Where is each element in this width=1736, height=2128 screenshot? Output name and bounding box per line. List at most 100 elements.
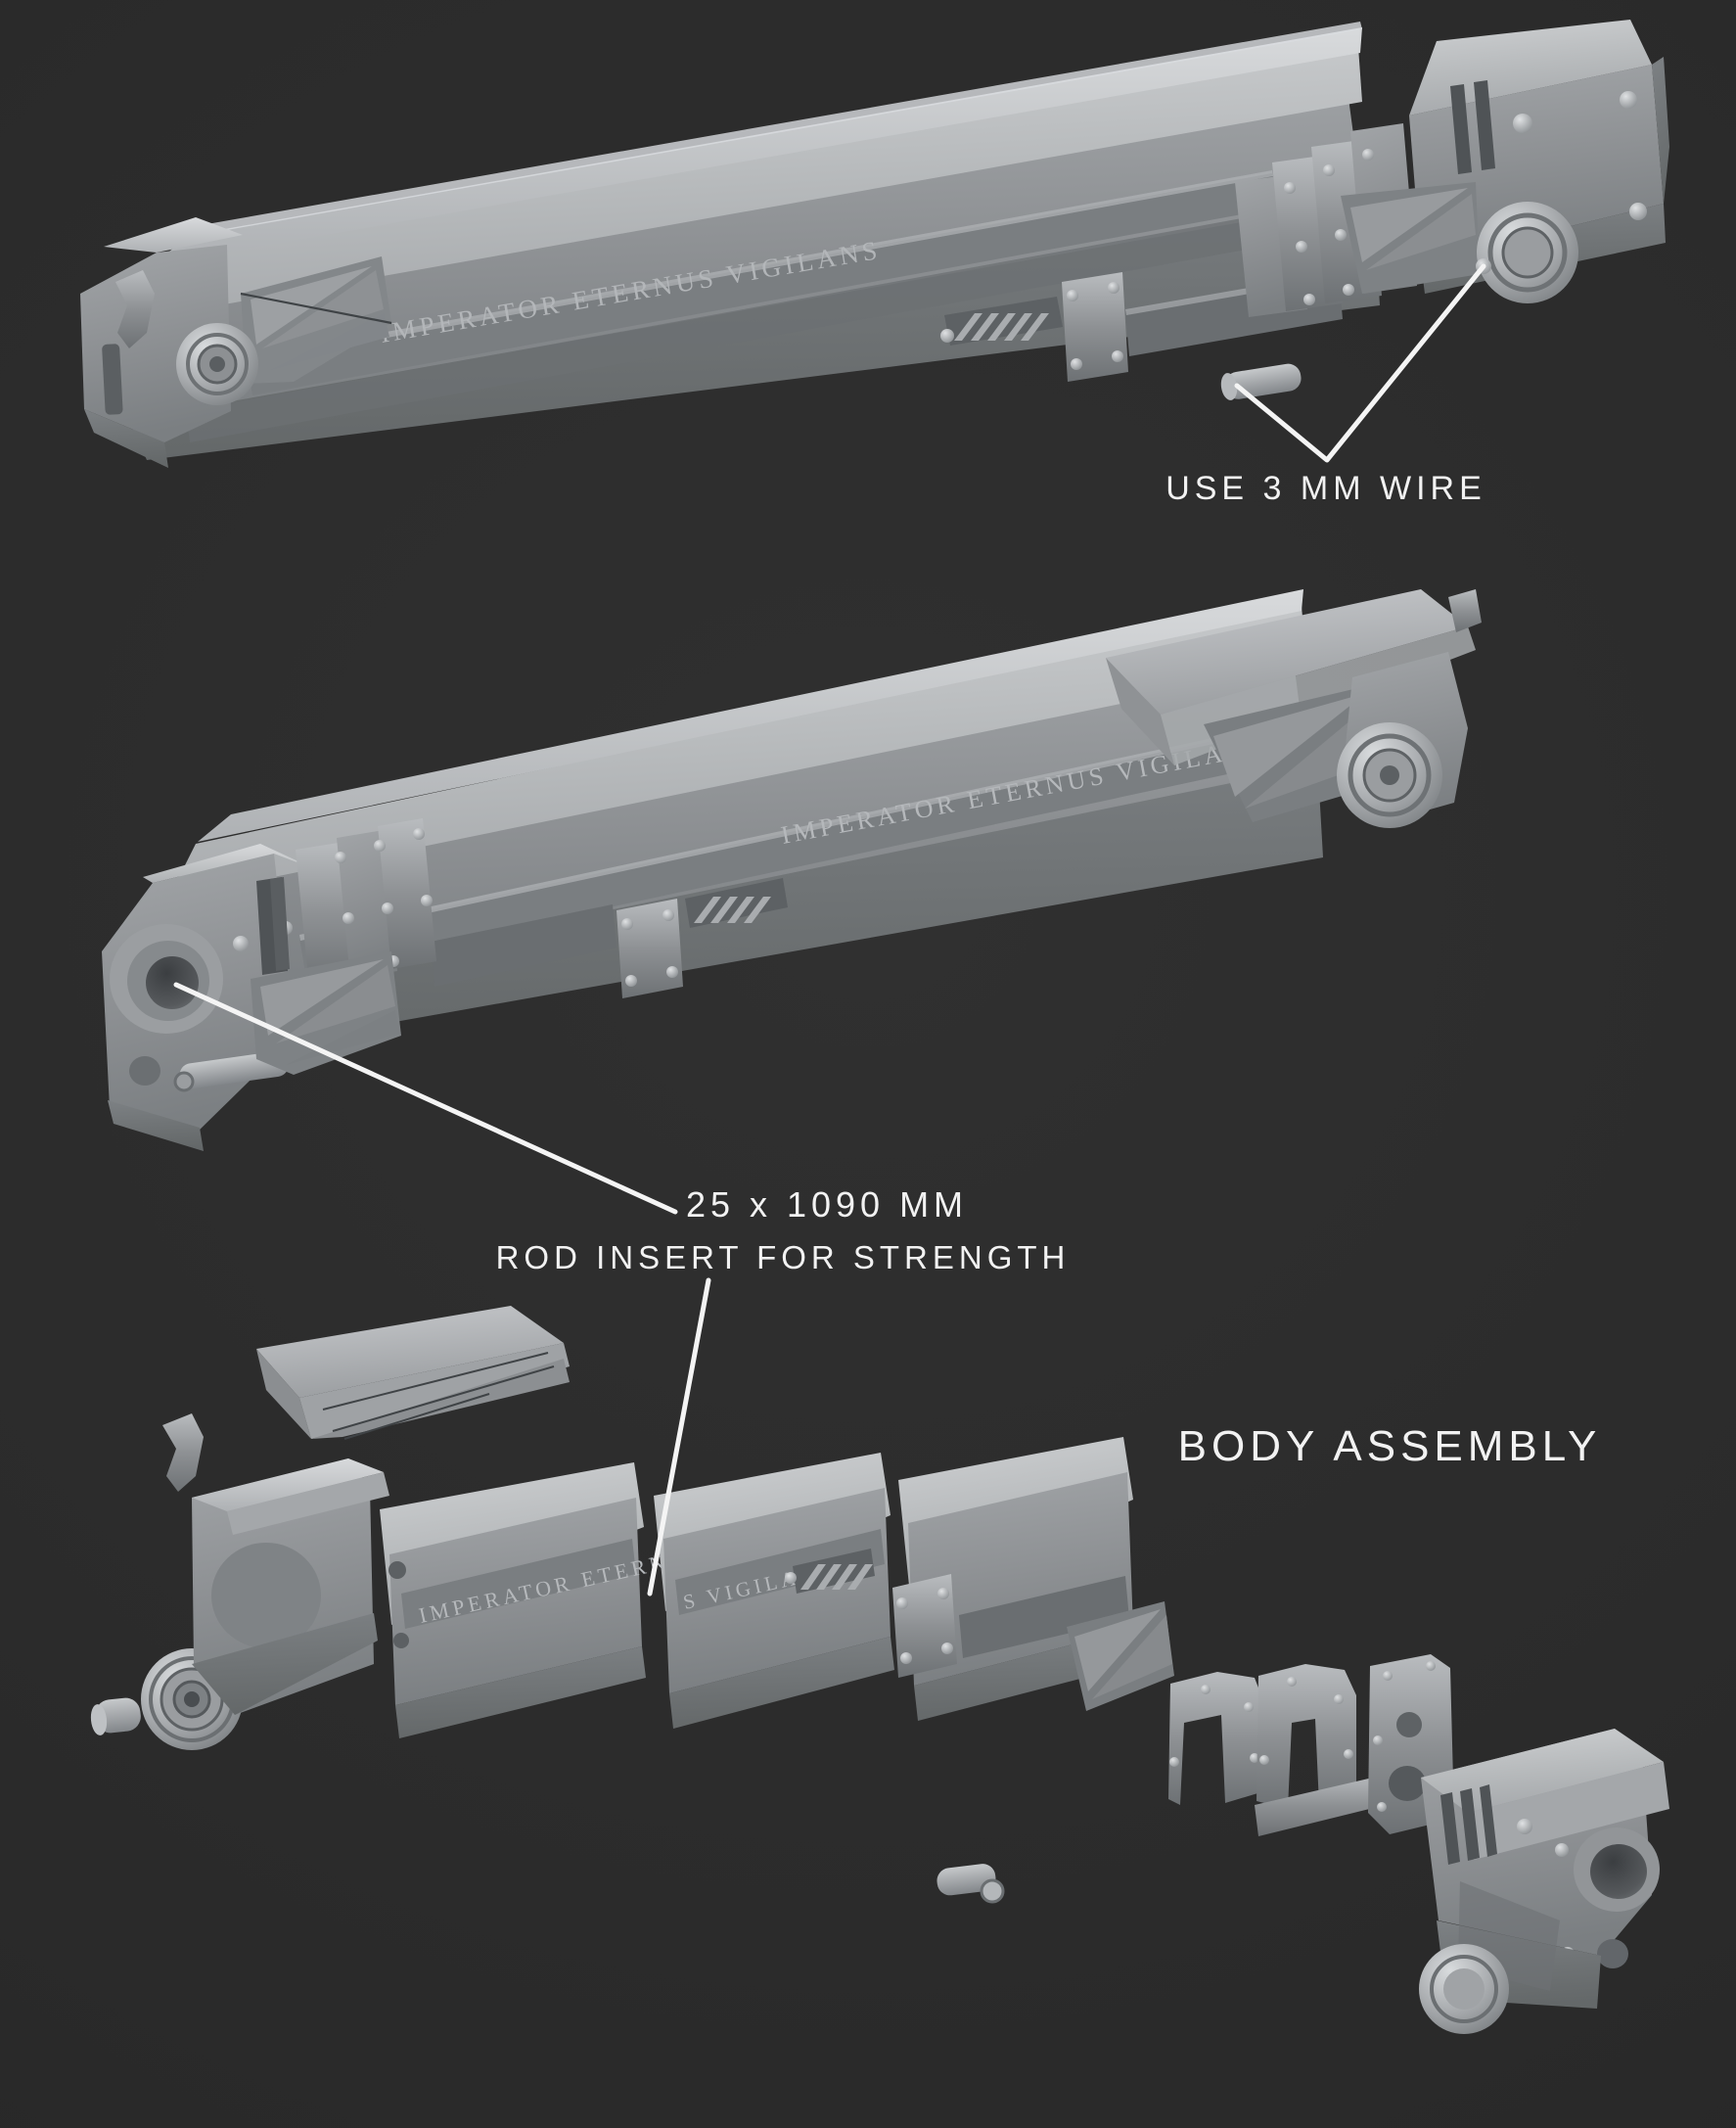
bore-block-rivet-a	[233, 936, 249, 951]
fan-vane-1	[251, 266, 372, 345]
part-clamp-bracket-2	[1256, 1664, 1356, 1809]
part-body-segment-1: IMPERATOR ETERNU	[380, 1462, 690, 1738]
clamp2-body	[1256, 1664, 1356, 1809]
fin-plate-vanes	[322, 1352, 555, 1440]
breech-exp-bore	[1590, 1844, 1647, 1899]
seg3-hinge-plate	[892, 1574, 957, 1678]
seg1-lower	[395, 1646, 646, 1738]
part-end-wheel-cap	[1419, 1944, 1509, 2034]
breech-slot-1	[1450, 84, 1472, 174]
engrave-band-top	[247, 173, 1279, 395]
hinge-plate-mid	[617, 899, 683, 998]
breech-exp-rivet-a	[1517, 1819, 1532, 1834]
annotation-rod-description: ROD INSERT FOR STRENGTH	[496, 1239, 1071, 1275]
fan-detail-right	[1341, 182, 1480, 294]
fin-plate-edge	[1106, 658, 1174, 765]
breech-rivet-c	[1629, 203, 1647, 220]
section-title-body-assembly: BODY ASSEMBLY	[1178, 1422, 1602, 1470]
annotation-wire-label: USE 3 MM WIRE	[1165, 470, 1486, 507]
chevron-rivet	[940, 329, 954, 343]
bearing-hub-left	[209, 356, 225, 372]
seg3-recess	[959, 1576, 1129, 1658]
wire-pin-cap	[1220, 373, 1238, 400]
clamp3-hole-a	[1396, 1712, 1422, 1737]
fan-detail-mid	[251, 951, 401, 1075]
fan-edge-left	[240, 292, 392, 325]
breech-slot-2	[1474, 80, 1495, 170]
fin-tab-mid	[1448, 589, 1482, 632]
view-assembled-front: IMPERATOR ETERNUS VIGILANS	[102, 589, 1482, 1151]
bore-small-hole	[129, 1056, 160, 1086]
seg2-chevron-panel	[785, 1549, 875, 1594]
bore-block-bottom	[108, 1100, 204, 1151]
chevron-panel-mid	[685, 878, 788, 928]
bore-hole	[146, 956, 199, 1009]
muzzle-cap-skirt	[192, 1613, 378, 1715]
muzzle-cap-chamfer	[227, 1472, 389, 1535]
bearing-ring-outer-mid	[1348, 733, 1432, 817]
endcap-center	[1443, 1968, 1485, 2010]
body2-top-face	[168, 607, 1307, 899]
view-exploded-assembly: IMPERATOR ETERNU S VIGILANS	[90, 1306, 1669, 2034]
part-wire-pin-left	[90, 1697, 141, 1735]
breech-box-top	[1409, 20, 1652, 116]
fan-vane-3	[270, 313, 389, 370]
muzzle-cap-recess	[211, 1543, 321, 1648]
seg3-fan	[1067, 1601, 1174, 1711]
body-top-ridge	[149, 27, 1362, 266]
breech-exp-slot-1	[1440, 1792, 1460, 1865]
chevron-panel-top	[940, 297, 1063, 346]
muzzle-lug	[115, 270, 155, 348]
fan-detail-left	[240, 256, 392, 384]
breech-exp-slot-3	[1480, 1784, 1497, 1857]
muzzle-cap-lug	[162, 1413, 204, 1492]
breech-rivet-b	[1620, 91, 1637, 109]
seg2-lower	[669, 1637, 894, 1729]
seg2-engrave-band	[675, 1529, 885, 1615]
wheel-hub	[184, 1691, 200, 1707]
fin-and-wheel-mid	[1106, 589, 1482, 828]
breech-exp-chamfer	[1468, 1762, 1669, 1860]
leader-line-rod-upper	[173, 982, 678, 1215]
view-assembled-rear: IMPERATOR ETERNUS VIGILANS	[80, 20, 1669, 468]
bore-block-top	[143, 844, 315, 883]
breech-exp-rivet-b	[1555, 1843, 1569, 1857]
breech-stack-mid	[256, 818, 436, 987]
part-muzzle-cap	[162, 1413, 389, 1715]
seg1-engrave-band	[401, 1539, 636, 1629]
part-breech-housing	[1421, 1729, 1669, 2009]
seg1-hole-b	[393, 1633, 409, 1648]
engrave-band-top-edge	[247, 170, 1273, 363]
wire-pin-left-body	[95, 1697, 141, 1734]
engrave-band-mid-edge	[299, 733, 1236, 941]
hinge-plate-face	[1062, 272, 1128, 382]
bearing-ring-outer-right	[1487, 212, 1568, 293]
body2-top-ridge	[198, 589, 1303, 842]
bearing-hub-mid	[1380, 765, 1399, 785]
breech-box-side	[1652, 57, 1669, 204]
seg1-hole-a	[388, 1561, 406, 1579]
wire-pin-mid2-eye	[980, 1878, 1005, 1904]
engrave-band-mid	[299, 736, 1241, 973]
muzzle-block-top	[104, 217, 243, 253]
breech-exp-small-hole	[1597, 1939, 1628, 1968]
clamp3-hole-b	[1389, 1766, 1426, 1801]
hinge-plate-top	[1062, 272, 1128, 382]
part-clamp-bracket-1	[1168, 1672, 1264, 1805]
fin-plate-body	[299, 1343, 570, 1439]
part-body-segment-3	[892, 1437, 1174, 1721]
body-lower-rail	[186, 206, 1315, 442]
wire-pin-left-cap	[90, 1704, 108, 1735]
muzzle-cap-top	[192, 1458, 384, 1511]
wire-pin-mid-eye	[173, 1071, 195, 1092]
muzzle-slot	[102, 344, 123, 415]
leader-line-wire	[1234, 263, 1486, 463]
access-recess-mid	[431, 904, 617, 987]
body-highlight-edge	[194, 22, 1362, 236]
bearing-ring-inner-right	[1501, 226, 1554, 279]
fin-plate-left-edge	[256, 1349, 311, 1439]
breech-exp-slot-2	[1460, 1788, 1480, 1861]
body-top-face	[119, 47, 1362, 323]
